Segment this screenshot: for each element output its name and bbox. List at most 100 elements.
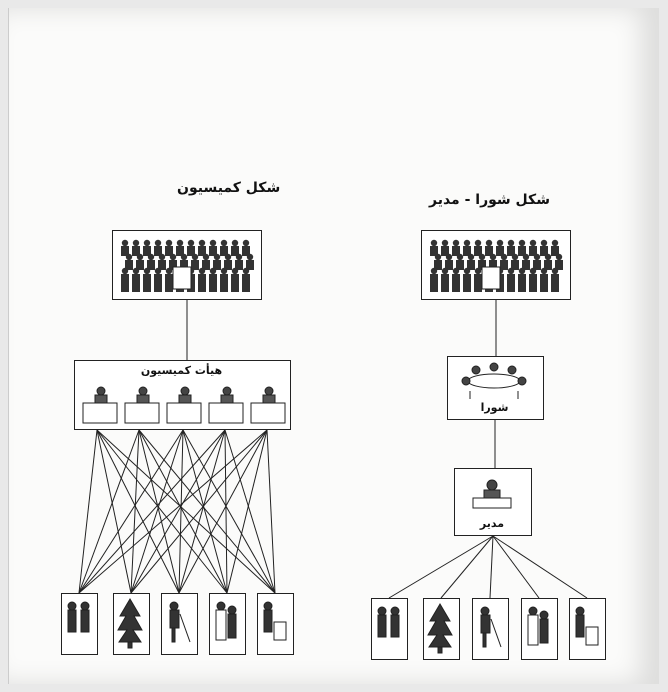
person-head bbox=[165, 267, 173, 275]
person-body bbox=[441, 274, 449, 292]
worker-icon bbox=[480, 606, 502, 648]
manager-desk-icon bbox=[472, 479, 512, 509]
person-head bbox=[456, 253, 464, 261]
person-body bbox=[213, 260, 221, 270]
person-head bbox=[474, 239, 482, 247]
citizens-crowd-icon bbox=[430, 239, 563, 292]
member-head bbox=[222, 386, 232, 396]
dept-police-box-right bbox=[371, 598, 408, 660]
person-body bbox=[165, 274, 173, 292]
council-box: شورا bbox=[447, 356, 544, 420]
dept-sanitation-box-right bbox=[569, 598, 606, 660]
member-desk bbox=[124, 402, 160, 424]
council-table-icon bbox=[461, 362, 527, 399]
person-body bbox=[198, 274, 206, 292]
person-body bbox=[463, 246, 471, 256]
person-body bbox=[522, 260, 530, 270]
connector-line bbox=[178, 429, 184, 594]
person-head bbox=[220, 239, 228, 247]
dept-works-box-left bbox=[161, 593, 198, 655]
person-body bbox=[202, 260, 210, 270]
connector-line bbox=[492, 535, 588, 599]
connector-line bbox=[224, 429, 228, 594]
police-icon bbox=[67, 601, 90, 633]
person-head bbox=[551, 239, 559, 247]
person-body bbox=[242, 246, 250, 256]
member-body bbox=[262, 394, 276, 404]
person-body bbox=[242, 274, 250, 292]
person-head bbox=[529, 267, 537, 275]
person-head bbox=[500, 253, 508, 261]
person-body bbox=[187, 246, 195, 256]
person-body bbox=[158, 260, 166, 270]
tree-icon bbox=[117, 598, 143, 649]
person-head bbox=[430, 239, 438, 247]
person-head bbox=[518, 239, 526, 247]
person-head bbox=[242, 267, 250, 275]
person-body bbox=[143, 246, 151, 256]
person-body bbox=[507, 246, 515, 256]
person-head bbox=[544, 253, 552, 261]
person-head bbox=[452, 267, 460, 275]
person-head bbox=[434, 253, 442, 261]
person-head bbox=[463, 239, 471, 247]
health-icon bbox=[215, 601, 237, 641]
person-body bbox=[209, 246, 217, 256]
person-body bbox=[474, 246, 482, 256]
person-body bbox=[540, 274, 548, 292]
podium bbox=[172, 266, 192, 290]
person-body bbox=[231, 246, 239, 256]
person-body bbox=[500, 260, 508, 270]
person-body bbox=[544, 260, 552, 270]
person-head bbox=[467, 253, 475, 261]
person-body bbox=[452, 246, 460, 256]
dept-parks-box-right bbox=[423, 598, 460, 660]
person-head bbox=[121, 267, 129, 275]
person-head bbox=[555, 253, 563, 261]
person-body bbox=[463, 274, 471, 292]
person-body bbox=[441, 246, 449, 256]
connector-line bbox=[78, 429, 226, 594]
connector-line bbox=[492, 535, 540, 599]
person-head bbox=[180, 253, 188, 261]
connector-line bbox=[130, 429, 268, 594]
person-body bbox=[518, 274, 526, 292]
person-head bbox=[165, 239, 173, 247]
person-head bbox=[507, 267, 515, 275]
person-head bbox=[441, 239, 449, 247]
connector-line bbox=[226, 429, 268, 594]
podium bbox=[481, 266, 501, 290]
person-head bbox=[231, 267, 239, 275]
person-body bbox=[165, 246, 173, 256]
member-head bbox=[180, 386, 190, 396]
commission-form-title: شکل کمیسیون bbox=[177, 180, 281, 196]
citizens-crowd-icon bbox=[121, 239, 254, 292]
person-head bbox=[529, 239, 537, 247]
person-head bbox=[202, 253, 210, 261]
person-body bbox=[125, 260, 133, 270]
dept-works-box-right bbox=[472, 598, 509, 660]
member-desk bbox=[250, 402, 286, 424]
person-body bbox=[430, 246, 438, 256]
person-body bbox=[246, 260, 254, 270]
person-body bbox=[518, 246, 526, 256]
person-body bbox=[220, 274, 228, 292]
person-head bbox=[533, 253, 541, 261]
person-body bbox=[121, 246, 129, 256]
member-head bbox=[138, 386, 148, 396]
person-body bbox=[445, 260, 453, 270]
connector-line bbox=[78, 429, 140, 594]
dept-health-box-left bbox=[209, 593, 246, 655]
connector-line bbox=[138, 429, 180, 594]
person-body bbox=[540, 246, 548, 256]
person-body bbox=[154, 274, 162, 292]
person-body bbox=[551, 246, 559, 256]
board-members-icon bbox=[82, 386, 286, 424]
person-head bbox=[246, 253, 254, 261]
person-head bbox=[474, 267, 482, 275]
manager-label: مدیر bbox=[479, 517, 505, 530]
person-head bbox=[522, 253, 530, 261]
person-head bbox=[154, 267, 162, 275]
sanitation-icon bbox=[263, 601, 287, 641]
person-body bbox=[430, 274, 438, 292]
